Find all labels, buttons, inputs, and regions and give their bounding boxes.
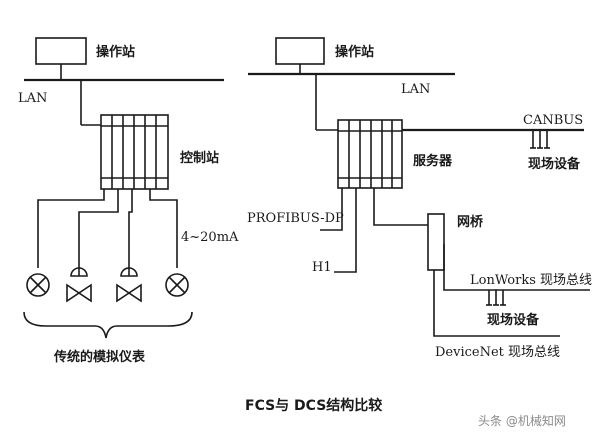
dcs-operator-station-box <box>35 37 87 65</box>
dcs-lan-label: LAN <box>18 91 47 106</box>
canbus-label: CANBUS <box>523 113 583 128</box>
valve-icon <box>66 267 92 303</box>
dcs-controller-label: 控制站 <box>180 150 219 166</box>
fcs-structure: 操作站 LAN 服务器 CANBUS 现场设备 <box>247 37 592 360</box>
fcs-operator-station-label: 操作站 <box>335 44 374 60</box>
fcs-server-label: 服务器 <box>413 153 453 169</box>
devicenet-label: DeviceNet 现场总线 <box>435 345 560 360</box>
meter-icon <box>165 273 189 297</box>
fcs-operator-station-box <box>275 37 325 65</box>
bridge-label: 网桥 <box>457 214 484 230</box>
valve-icon <box>116 267 142 303</box>
dcs-controller-rack <box>100 114 169 190</box>
figure-caption: FCS与 DCS结构比较 <box>245 397 382 414</box>
watermark: 头条 @机械知网 <box>478 413 566 428</box>
canbus-device-taps <box>530 130 550 149</box>
lonworks-device-taps <box>486 290 506 306</box>
devicenet-bus <box>433 270 560 337</box>
h1-line <box>334 188 357 273</box>
profibus-label: PROFIBUS-DP <box>247 211 344 226</box>
h1-label: H1 <box>312 260 332 275</box>
fcs-lan-label: LAN <box>401 82 430 97</box>
canbus-devices-label: 现场设备 <box>528 156 581 172</box>
dcs-operator-station-label: 操作站 <box>96 44 135 60</box>
dcs-signal-label: 4~20mA <box>181 230 239 245</box>
lonworks-devices-label: 现场设备 <box>487 312 540 328</box>
profibus-line <box>320 188 343 231</box>
instruments-brace <box>23 311 193 339</box>
dcs-structure: 操作站 LAN 控制站 4~20mA <box>18 37 239 365</box>
dcs-instruments-label: 传统的模拟仪表 <box>53 349 146 365</box>
fcs-server-rack <box>337 119 403 189</box>
lonworks-label: LonWorks 现场总线 <box>470 273 592 288</box>
meter-icon <box>26 273 50 297</box>
bridge-box <box>427 213 445 271</box>
lonworks-bus <box>443 244 590 291</box>
